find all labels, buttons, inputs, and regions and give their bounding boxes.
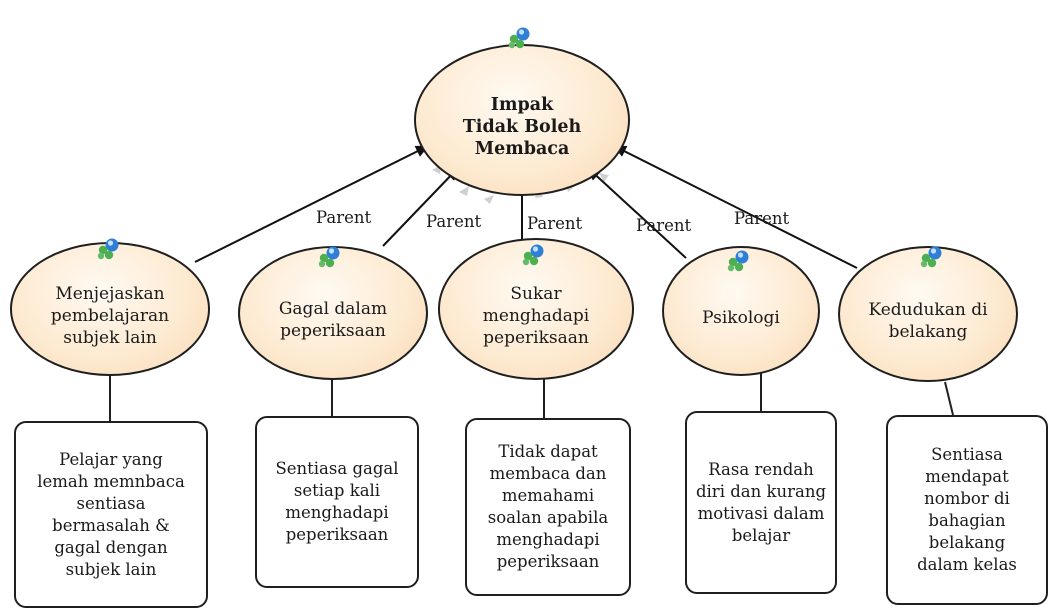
- child-node-2[interactable]: Gagal dalam peperiksaan: [238, 246, 428, 380]
- cluster-bubbles-icon: [318, 246, 340, 268]
- edge-line-5: [613, 145, 858, 269]
- cluster-bubbles-icon: [508, 27, 530, 49]
- note-text-2: Sentiasa gagal setiap kali menghadapi pe…: [275, 459, 399, 544]
- edge-label-5: Parent: [734, 209, 790, 228]
- cluster-bubbles-icon: [920, 246, 942, 268]
- child-label-3: Sukar menghadapi peperiksaan: [482, 284, 590, 348]
- edge-label-3: Parent: [527, 214, 583, 233]
- edge-line-4: [587, 167, 687, 259]
- root-label: Impak Tidak Boleh Membaca: [462, 95, 582, 159]
- note-box-2[interactable]: Sentiasa gagal setiap kali menghadapi pe…: [255, 416, 419, 588]
- note-box-5[interactable]: Sentiasa mendapat nombor di bahagian bel…: [886, 415, 1048, 605]
- cluster-bubbles-icon: [727, 250, 749, 272]
- edge-line-2: [382, 167, 459, 247]
- note-box-4[interactable]: Rasa rendah diri dan kurang motivasi dal…: [685, 411, 837, 594]
- note-box-1[interactable]: Pelajar yang lemah memnbaca sentiasa ber…: [14, 421, 208, 608]
- child-label-1: Menjejaskan pembelajaran subjek lain: [50, 284, 170, 348]
- note-text-4: Rasa rendah diri dan kurang motivasi dal…: [695, 459, 827, 545]
- child-label-2: Gagal dalam peperiksaan: [278, 299, 388, 341]
- note-box-3[interactable]: Tidak dapat membaca dan memahami soalan …: [465, 418, 631, 596]
- child-label-4: Psikologi: [702, 308, 780, 328]
- edge-label-4: Parent: [636, 216, 692, 235]
- child-label-5: Kedudukan di belakang: [868, 300, 988, 342]
- note-link-5: [944, 381, 954, 416]
- note-text-1: Pelajar yang lemah memnbaca sentiasa ber…: [37, 449, 185, 579]
- root-node[interactable]: Impak Tidak Boleh Membaca: [414, 44, 630, 196]
- note-text-5: Sentiasa mendapat nombor di bahagian bel…: [917, 445, 1017, 574]
- child-node-1[interactable]: Menjejaskan pembelajaran subjek lain: [10, 242, 210, 376]
- edge-label-1: Parent: [316, 208, 372, 227]
- edge-label-2: Parent: [426, 212, 482, 231]
- edge-line-1: [194, 145, 429, 263]
- child-node-5[interactable]: Kedudukan di belakang: [838, 246, 1018, 382]
- note-text-3: Tidak dapat membaca dan memahami soalan …: [487, 442, 609, 571]
- cluster-bubbles-icon: [522, 244, 544, 266]
- cluster-bubbles-icon: [97, 238, 119, 260]
